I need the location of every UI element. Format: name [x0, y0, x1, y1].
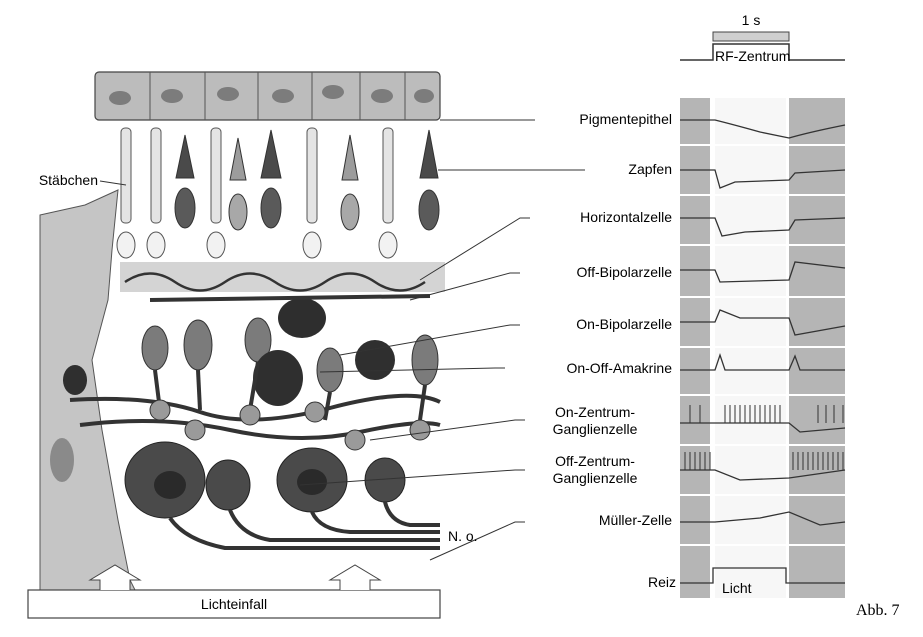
timescale-label: 1 s [713, 12, 789, 28]
cell-label-on-center-ganglion: On-Zentrum- Ganglienzelle [525, 404, 665, 438]
cell-label-zapfen: Zapfen [500, 161, 672, 177]
stimulus-label: RF-Zentrum [715, 48, 805, 65]
horizontal-cell [278, 298, 326, 338]
cell-label-off-bipolar: Off-Bipolarzelle [500, 264, 672, 280]
pigment-epithelium [95, 72, 440, 120]
rods-label: Stäbchen [0, 172, 98, 188]
stimulus-trace-label: Reiz [600, 574, 676, 590]
outer-plexiform-layer [120, 262, 445, 338]
optic-nerve-label: N. o. [448, 528, 478, 544]
cell-label-mueller: Müller-Zelle [500, 512, 672, 528]
inner-plexiform-layer [70, 396, 440, 450]
off-center-line2: Ganglienzelle [553, 470, 638, 486]
cell-label-off-center-ganglion: Off-Zentrum- Ganglienzelle [525, 453, 665, 487]
light-label: Licht [722, 580, 752, 596]
on-center-line2: Ganglienzelle [553, 421, 638, 437]
figure-number: Abb. 7 [856, 602, 900, 620]
cell-label-horizontalzelle: Horizontalzelle [500, 209, 672, 225]
cell-label-on-bipolar: On-Bipolarzelle [500, 316, 672, 332]
cell-label-amakrine: On-Off-Amakrine [480, 360, 672, 376]
cell-label-pigmentepithel: Pigmentepithel [500, 111, 672, 127]
photoreceptor-layer [117, 128, 439, 258]
light-incidence-label: Lichteinfall [28, 596, 440, 612]
off-center-line1: Off-Zentrum- [555, 453, 635, 469]
on-center-line1: On-Zentrum- [555, 404, 635, 420]
mueller-nucleus [50, 438, 74, 482]
trace-panels [680, 98, 845, 598]
ganglion-layer [125, 442, 440, 548]
